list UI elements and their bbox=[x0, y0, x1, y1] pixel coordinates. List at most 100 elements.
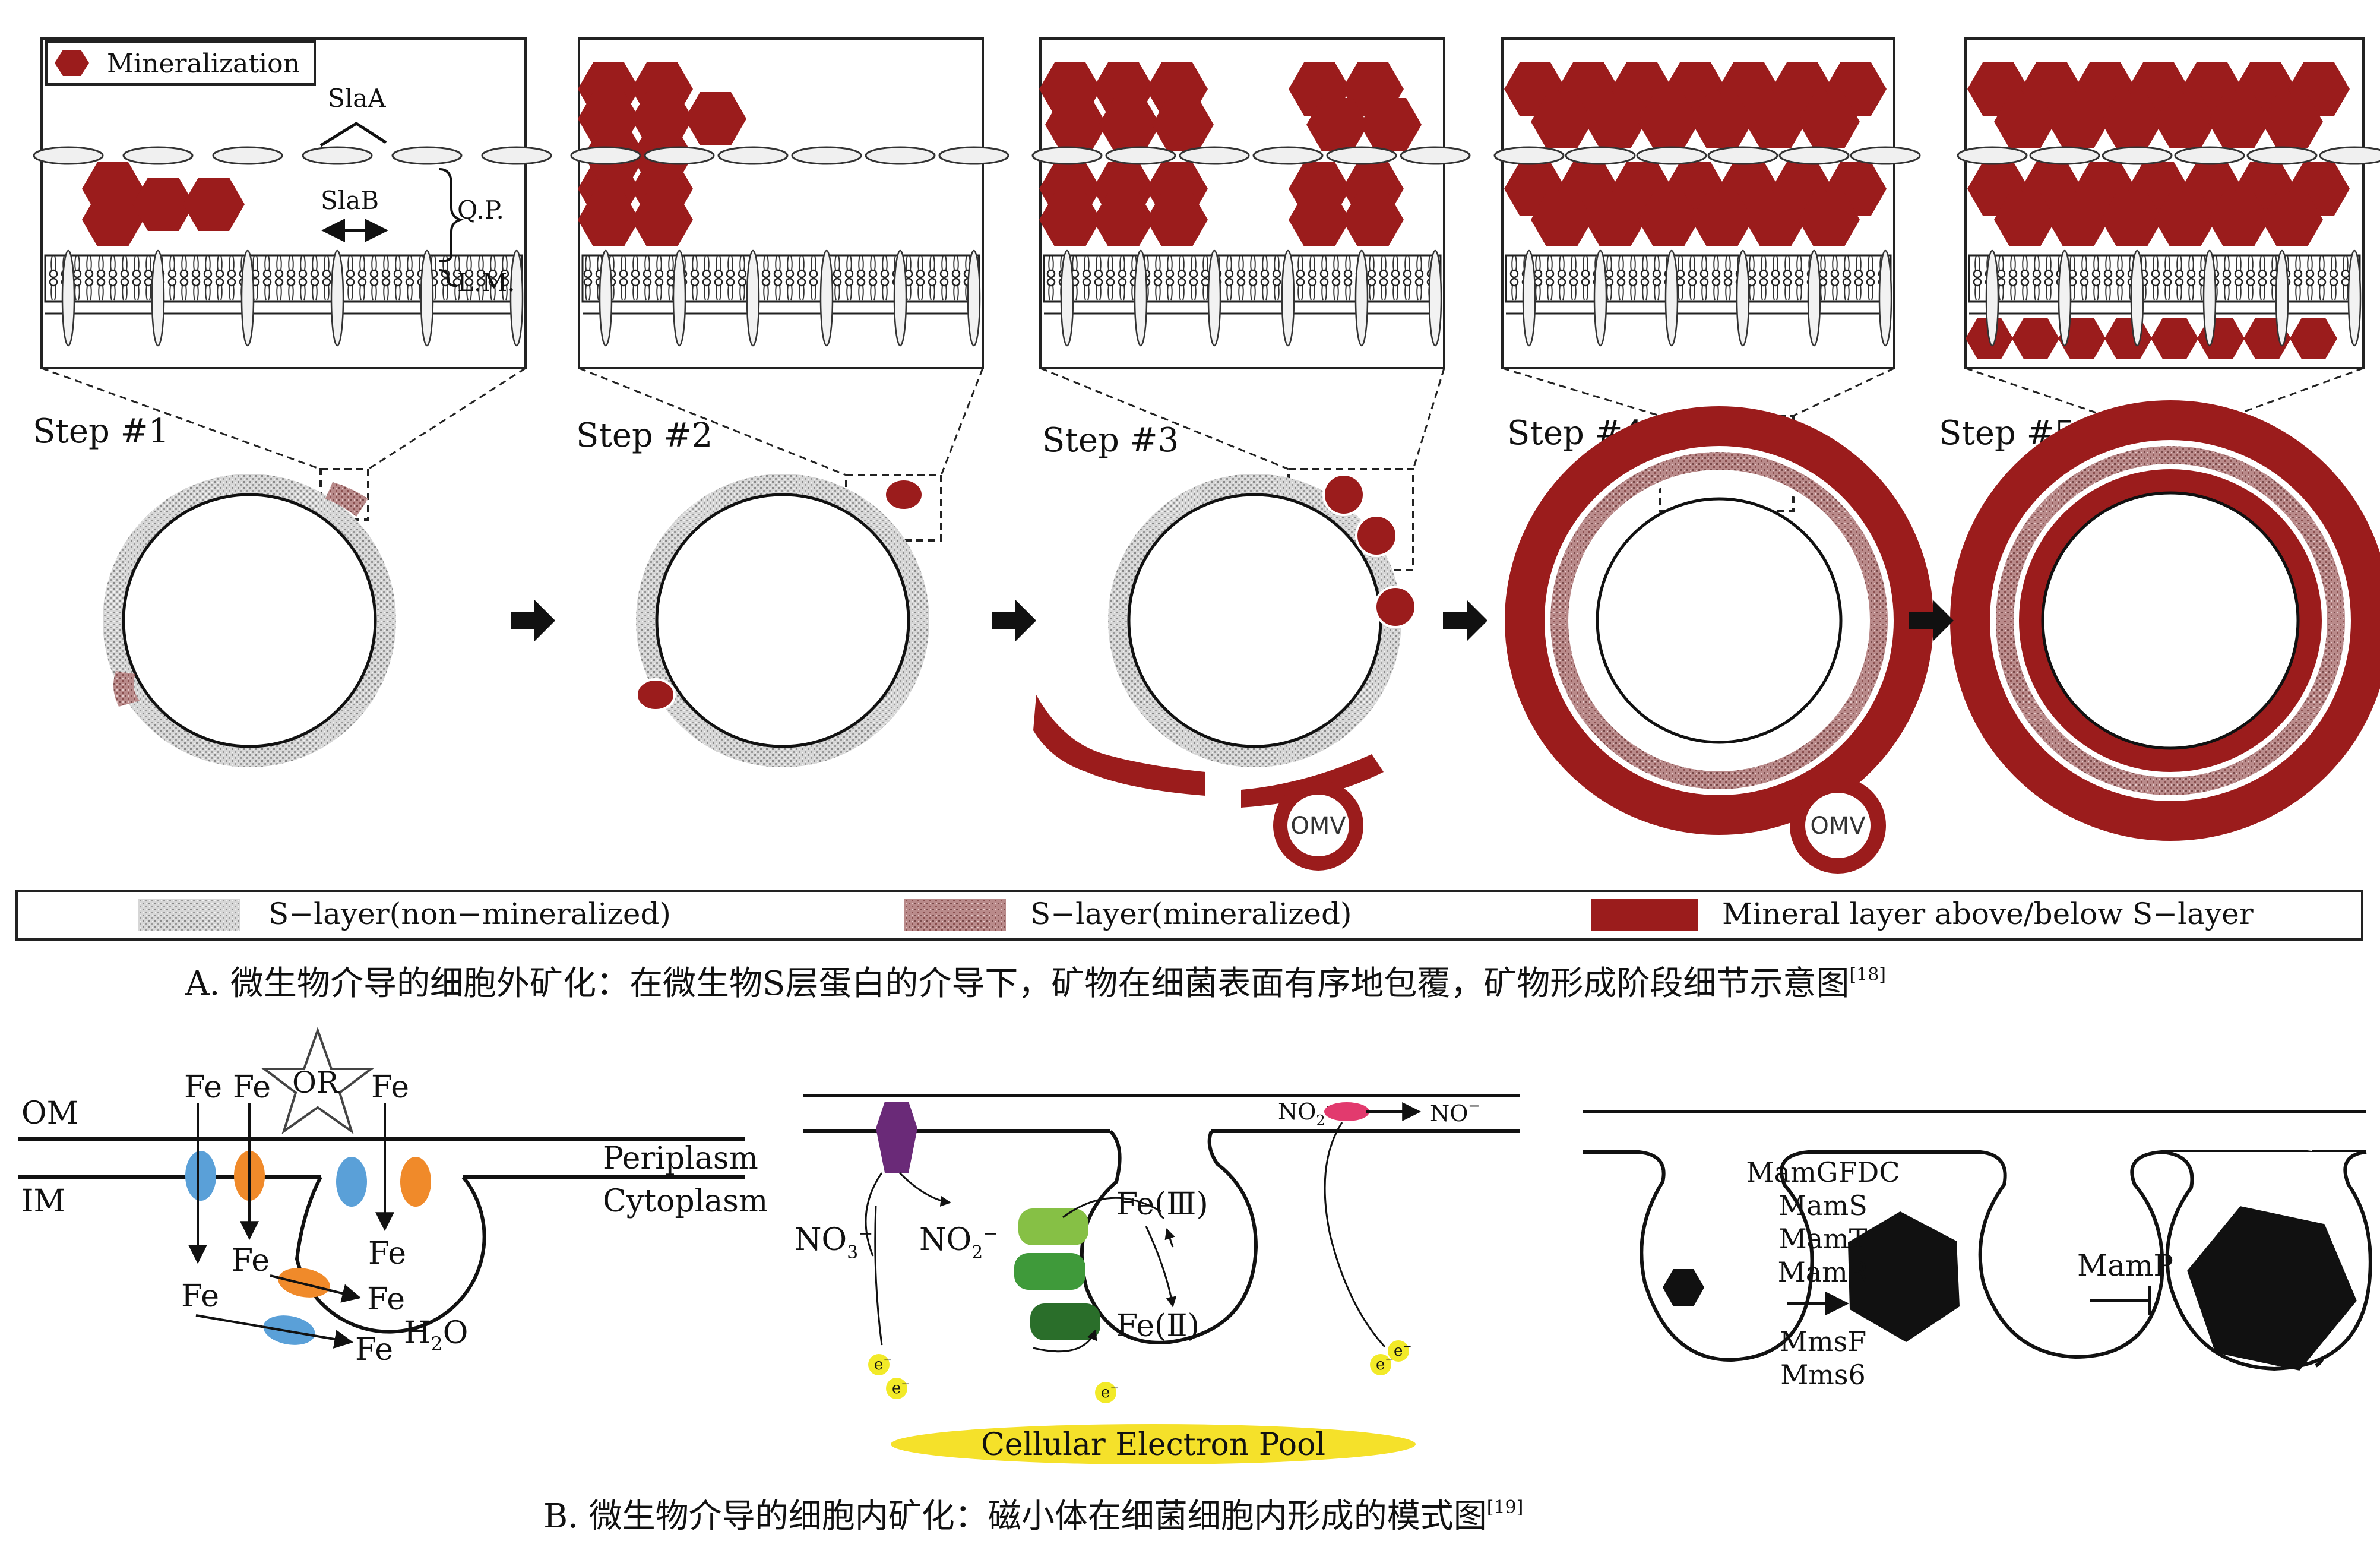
periplasm-label: Periplasm bbox=[603, 1141, 758, 1176]
zoom-box-step-4 bbox=[1493, 37, 1921, 512]
large-magnetite-crystal bbox=[2187, 1206, 2357, 1371]
nitrite-reductase-pink bbox=[1324, 1102, 1369, 1121]
no2-label: NO2− bbox=[919, 1222, 998, 1263]
electron-5: e− bbox=[1388, 1340, 1411, 1362]
electron-4: e− bbox=[1370, 1354, 1394, 1375]
transporter-blue-2 bbox=[336, 1157, 367, 1207]
cytochrome-green-1 bbox=[1018, 1208, 1088, 1245]
qp-label: Q.P. bbox=[457, 195, 504, 224]
protein-bottom-2: Mms6 bbox=[1780, 1359, 1866, 1391]
mineral-deposits bbox=[1966, 62, 2350, 359]
cellular-electron-pool bbox=[891, 1424, 1416, 1464]
fe-label-7: Fe bbox=[367, 1282, 405, 1317]
omv-label-step-4: OMV bbox=[1810, 812, 1866, 840]
protein-bottom-1: MmsF bbox=[1780, 1325, 1866, 1358]
transporter-orange-2 bbox=[400, 1157, 431, 1207]
legend-mineral-layer: Mineral layer above/below S−layer bbox=[1722, 897, 2254, 931]
no3-label: NO3− bbox=[795, 1222, 873, 1263]
or-star-icon bbox=[261, 1027, 375, 1134]
fe-label-5: Fe bbox=[368, 1236, 406, 1271]
svg-text:e−: e− bbox=[1394, 1340, 1411, 1360]
fe-label-8: Fe bbox=[355, 1332, 393, 1368]
legend-mineralized: S−layer(mineralized) bbox=[1030, 897, 1352, 931]
zoom-box-step-2 bbox=[570, 37, 1009, 542]
protein-top-4: MamR bbox=[1778, 1256, 1869, 1288]
fe-label-2: Fe bbox=[233, 1070, 271, 1105]
step-label-2: Step #2 bbox=[576, 416, 713, 455]
cell-step-2 bbox=[635, 474, 929, 767]
slayer-pillars bbox=[570, 146, 1009, 347]
slayer-pillars bbox=[33, 146, 552, 347]
cytochrome-green-3 bbox=[1030, 1303, 1100, 1340]
cell-step-4: OMV bbox=[1505, 406, 1933, 874]
mineral-deposits bbox=[1504, 62, 1887, 246]
protein-top-2: MamS bbox=[1778, 1189, 1868, 1222]
mineral-deposits bbox=[82, 162, 245, 246]
qp-brace bbox=[439, 168, 464, 262]
mineral-deposits bbox=[1039, 62, 1422, 246]
protein-top-1: MamGFDC bbox=[1746, 1156, 1900, 1188]
nitrate-reductase-purple bbox=[876, 1102, 917, 1173]
fe-label-4: Fe bbox=[232, 1243, 270, 1279]
lm-brace bbox=[439, 269, 458, 287]
svg-text:e−: e− bbox=[874, 1354, 892, 1374]
slaB-label: SlaB bbox=[321, 186, 379, 215]
slayer-pillars bbox=[1957, 146, 2380, 347]
cell-step-3: OMV bbox=[1033, 473, 1417, 871]
zoom-boxes bbox=[33, 37, 2380, 571]
cytochrome-green-2 bbox=[1014, 1253, 1085, 1290]
cell-step-5 bbox=[1950, 400, 2380, 841]
slaA-pointer bbox=[319, 122, 387, 147]
electron-2: e− bbox=[886, 1378, 910, 1399]
im-label: IM bbox=[21, 1184, 65, 1219]
cells: OMV OMV bbox=[103, 400, 2380, 874]
electron-3: e− bbox=[1095, 1382, 1119, 1403]
step-arrows bbox=[511, 600, 1954, 641]
cellular-electron-pool-label: Cellular Electron Pool bbox=[981, 1427, 1325, 1463]
slaA-label: SlaA bbox=[328, 84, 386, 113]
h2o-label: H2O bbox=[404, 1315, 468, 1355]
caption-a: A. 微生物介导的细胞外矿化：在微生物S层蛋白的介导下，矿物在细菌表面有序地包覆… bbox=[185, 964, 1886, 1003]
or-label: OR bbox=[292, 1065, 340, 1100]
slayer-pillars bbox=[1031, 146, 1471, 347]
fe3-label: Fe(Ⅲ) bbox=[1116, 1187, 1208, 1222]
panel-b-intracellular-mineralization: OM IM Periplasm Cytoplasm OR Fe Fe Fe Fe… bbox=[18, 1027, 2372, 1536]
step-label-1: Step #1 bbox=[33, 412, 169, 451]
protein-top-3: MamT bbox=[1779, 1223, 1868, 1255]
omv-label-step-3: OMV bbox=[1290, 812, 1346, 840]
cell-step-1 bbox=[103, 474, 396, 767]
small-magnetite-crystal bbox=[1663, 1269, 1704, 1306]
legend-bar: S−layer(non−mineralized) S−layer(mineral… bbox=[15, 890, 2363, 941]
lm-label: L.M. bbox=[457, 268, 515, 297]
fe-label-6: Fe bbox=[181, 1279, 219, 1314]
mineralization-label: Mineralization bbox=[107, 49, 300, 79]
fe-label-3: Fe bbox=[371, 1070, 409, 1105]
om-label: OM bbox=[21, 1096, 78, 1131]
fe2-label: Fe(Ⅱ) bbox=[1116, 1308, 1200, 1344]
electron-1: e− bbox=[868, 1354, 892, 1375]
step-label-3: Step #3 bbox=[1042, 421, 1179, 460]
mineralization-legend: Mineralization bbox=[45, 40, 316, 86]
electrons: e−e−e−e−e− bbox=[868, 1340, 1411, 1403]
slayer-pillars bbox=[1493, 146, 1921, 347]
medium-magnetite-crystal bbox=[1848, 1211, 1960, 1342]
fe-label-1: Fe bbox=[184, 1070, 222, 1105]
svg-text:e−: e− bbox=[1101, 1382, 1119, 1401]
panel-b-left: OM IM Periplasm Cytoplasm OR Fe Fe Fe Fe… bbox=[18, 1027, 768, 1368]
caption-b: B. 微生物介导的细胞内矿化：磁小体在细菌细胞内形成的模式图[19] bbox=[543, 1497, 1523, 1536]
cytoplasm-label: Cytoplasm bbox=[603, 1184, 768, 1219]
svg-text:e−: e− bbox=[892, 1378, 910, 1397]
zoom-box-step-5 bbox=[1957, 37, 2380, 500]
zoom-box-step-3 bbox=[1031, 37, 1471, 571]
transporter-blue-1 bbox=[185, 1151, 216, 1201]
mamp-label: MamP bbox=[2077, 1248, 2173, 1283]
zoom-box-step-1 bbox=[33, 37, 552, 521]
panel-b-middle: NO3− NO2− NO2− NO− Fe(Ⅲ) Fe(Ⅱ) e−e−e−e−e… bbox=[795, 1094, 1520, 1464]
legend-nonmineralized: S−layer(non−mineralized) bbox=[268, 897, 671, 931]
